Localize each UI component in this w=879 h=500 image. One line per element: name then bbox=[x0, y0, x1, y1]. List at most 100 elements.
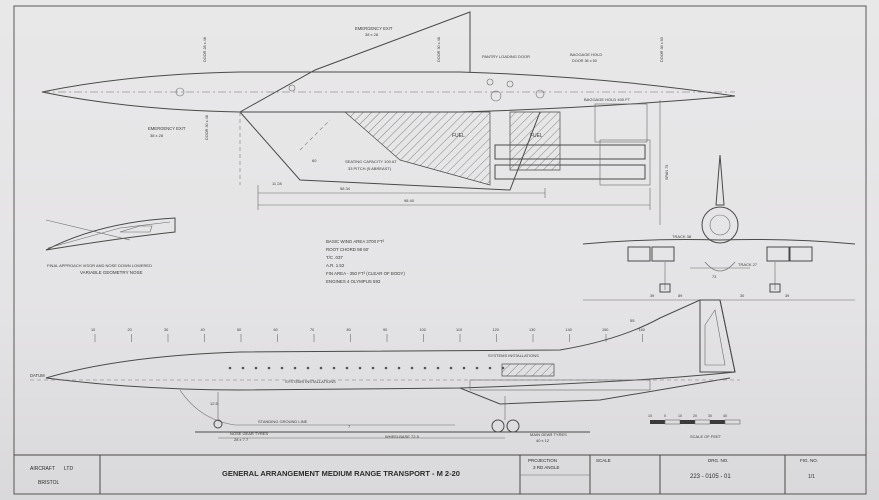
nose-caption-2: VARIABLE GEOMETRY NOSE bbox=[80, 270, 143, 275]
side-main-gear-size: 40 x 12 bbox=[536, 438, 550, 443]
plan-span-label: SPAN 75 bbox=[665, 165, 669, 180]
side-datum: DATUM bbox=[30, 373, 45, 378]
cabin-window bbox=[371, 366, 375, 370]
side-systems-1: SYSTEMS INSTALLATIONS bbox=[285, 379, 336, 384]
front-dim-1: 89 bbox=[678, 294, 682, 298]
station-label: 120 bbox=[493, 328, 499, 332]
scale-tick: 10 bbox=[678, 414, 682, 418]
front-dim-5: 39 bbox=[650, 294, 654, 298]
projection-value: 3 RD ANGLE bbox=[533, 465, 560, 470]
side-angle-1: 12.5 bbox=[210, 401, 219, 406]
scale-label: SCALE bbox=[596, 458, 611, 463]
side-angle-2: 7 bbox=[348, 424, 351, 429]
plan-emergency-exit-top: EMERGENCY EXIT bbox=[355, 26, 393, 31]
projection-label: PROJECTION bbox=[528, 458, 557, 463]
side-angle-fin: 55 bbox=[630, 318, 635, 323]
side-windows bbox=[228, 366, 505, 370]
scale-bar bbox=[650, 419, 741, 425]
cabin-window bbox=[280, 366, 284, 370]
cabin-window bbox=[384, 366, 388, 370]
station-label: 110 bbox=[456, 328, 462, 332]
scale-tick: 0 bbox=[664, 414, 666, 418]
scale-ticks: 10 0 10 20 30 40 bbox=[648, 414, 727, 418]
side-systems-2: SYSTEMS INSTALLATIONS bbox=[488, 353, 539, 358]
cabin-window bbox=[345, 366, 349, 370]
station-label: 80 bbox=[347, 328, 351, 332]
plan-door-center: DOOR 30 x 48 bbox=[437, 37, 441, 62]
cabin-window bbox=[397, 366, 401, 370]
fig-label: FIG. NO. bbox=[800, 458, 818, 463]
cabin-window bbox=[488, 366, 492, 370]
nose-detail: FINAL APPROACH VISOR AND NOSE DOWN LOWER… bbox=[45, 217, 176, 275]
plan-fin-box bbox=[594, 103, 648, 143]
plan-seating-1: SEATING CAPACITY 100 AT bbox=[345, 159, 397, 164]
front-dim-3: 30 bbox=[740, 294, 744, 298]
plan-dim-left: 11 28 bbox=[272, 181, 282, 186]
station-label: 70 bbox=[310, 328, 314, 332]
spec-line-1: BASIC WING AREA 3700 FT² bbox=[326, 239, 385, 244]
spec-line-2: ROOT CHORD 98 60' bbox=[326, 247, 369, 252]
cabin-window bbox=[449, 366, 453, 370]
station-label: 40 bbox=[201, 328, 205, 332]
nose-gear-wheel bbox=[213, 419, 223, 429]
cabin-window bbox=[228, 366, 232, 370]
plan-pantry-door: PANTRY LOADING DOOR bbox=[482, 54, 530, 59]
front-dim-2: 73 bbox=[712, 275, 716, 279]
nose-caption-1: FINAL APPROACH VISOR AND NOSE DOWN LOWER… bbox=[47, 263, 152, 268]
cabin-window bbox=[254, 366, 258, 370]
cabin-window bbox=[423, 366, 427, 370]
station-label: 150 bbox=[602, 328, 608, 332]
side-fin bbox=[699, 299, 736, 373]
plan-door-left-2: DOOR 30 x 48 bbox=[205, 115, 209, 140]
front-fuselage bbox=[701, 206, 739, 244]
side-main-gear: MAIN GEAR TYRES bbox=[530, 432, 567, 437]
cabin-window bbox=[319, 366, 323, 370]
side-nose-gear-size: 28 x 7.7 bbox=[234, 437, 249, 442]
cabin-window bbox=[475, 366, 479, 370]
spec-line-4: A.R. 1.52 bbox=[326, 263, 345, 268]
plan-dim-span: 58 34 bbox=[340, 186, 351, 191]
scale-tick: 20 bbox=[693, 414, 697, 418]
station-label: 60 bbox=[274, 328, 278, 332]
company-name: AIRCRAFT bbox=[30, 466, 55, 472]
station-label: 140 bbox=[566, 328, 572, 332]
plan-emergency-exit-top-size: 38 x 28 bbox=[365, 32, 379, 37]
plan-fuel-1: FUEL bbox=[452, 133, 465, 139]
side-wheelbase: WHEELBASE 72.5 bbox=[385, 434, 420, 439]
scale-tick: 30 bbox=[708, 414, 712, 418]
drawing-title: GENERAL ARRANGEMENT MEDIUM RANGE TRANSPO… bbox=[222, 469, 460, 478]
station-label: 90 bbox=[383, 328, 387, 332]
cabin-window bbox=[306, 366, 310, 370]
drg-number: 223 - 0105 - 01 bbox=[690, 474, 731, 480]
front-track-left: TRACK 38 bbox=[672, 234, 692, 239]
side-underside bbox=[179, 389, 455, 426]
front-fin bbox=[715, 154, 725, 206]
cabin-window bbox=[293, 366, 297, 370]
front-wing bbox=[582, 239, 856, 245]
plan-door-left: DOOR 28 x 48 bbox=[203, 37, 207, 62]
plan-baggage-hold: BAGGAGE HOLD bbox=[570, 52, 602, 57]
main-gear-wheel-1 bbox=[491, 419, 505, 433]
station-label: 30 bbox=[164, 328, 168, 332]
plan-emergency-exit-left-size: 38 x 28 bbox=[150, 133, 164, 138]
spec-line-3: T/C .037 bbox=[326, 255, 343, 260]
company-location: BRISTOL bbox=[38, 480, 60, 486]
station-label: 100 bbox=[420, 328, 426, 332]
cabin-window bbox=[501, 366, 505, 370]
plan-seating-2: 33 PITCH (5 ABREAST) bbox=[348, 166, 392, 171]
cabin-window bbox=[358, 366, 362, 370]
plan-fuel-2: FUEL bbox=[530, 133, 543, 139]
plan-fuselage bbox=[41, 71, 736, 113]
specs-block: BASIC WING AREA 3700 FT² ROOT CHORD 98 6… bbox=[326, 239, 405, 284]
plan-baggage-door: DOOR 36 x 50 bbox=[572, 59, 597, 63]
side-scale: SCALE OF FEET bbox=[690, 434, 722, 439]
front-track: TRACK 27 bbox=[738, 262, 758, 267]
station-label: 10 bbox=[91, 328, 95, 332]
spec-line-5: FIN AREA - 350 FT² (CLEAR OF BODY) bbox=[326, 271, 405, 276]
sheet-border bbox=[13, 5, 867, 495]
main-gear-wheel-2 bbox=[506, 419, 520, 433]
side-fuselage bbox=[45, 299, 736, 391]
company-suffix: LTD bbox=[64, 466, 73, 472]
drg-label: DRG. NO. bbox=[708, 458, 729, 463]
